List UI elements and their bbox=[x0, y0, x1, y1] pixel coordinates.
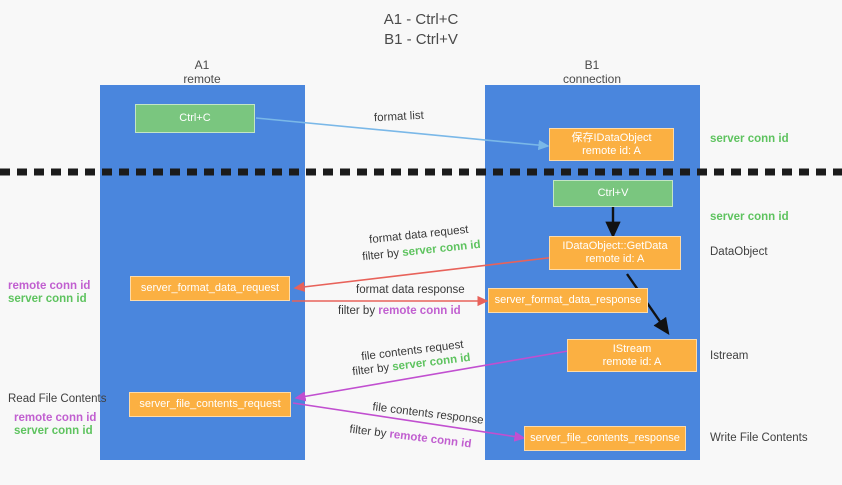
box-ctrl-v[interactable]: Ctrl+V bbox=[553, 180, 673, 207]
box-ctrl-c[interactable]: Ctrl+C bbox=[135, 104, 255, 133]
filter-prefix: filter by bbox=[351, 361, 394, 379]
arrow-label-format-data-response: format data response bbox=[356, 284, 465, 296]
box-idataobject-getdata[interactable]: IDataObject::GetData remote id: A bbox=[549, 236, 681, 270]
filter-prefix: filter by bbox=[348, 423, 391, 441]
box-server-format-data-request-label: server_format_data_request bbox=[140, 282, 280, 294]
filter-prefix: filter by bbox=[338, 305, 379, 317]
annotation-left-server-conn-id-1: server conn id bbox=[8, 293, 87, 305]
lane-header-a1: A1 remote bbox=[102, 58, 302, 86]
title-line-2: B1 - Ctrl+V bbox=[384, 31, 458, 48]
annotation-dataobject: DataObject bbox=[710, 246, 768, 258]
annotation-read-file-contents: Read File Contents bbox=[8, 393, 107, 405]
box-istream[interactable]: IStream remote id: A bbox=[567, 339, 697, 372]
arrow-label-file-contents-response-filter: filter by remote conn id bbox=[349, 423, 473, 453]
box-save-idataobject-sub: remote id: A bbox=[582, 144, 641, 157]
annotation-left-server-conn-id-2: server conn id bbox=[14, 425, 93, 437]
box-server-file-contents-request[interactable]: server_file_contents_request bbox=[129, 392, 291, 417]
lane-header-b1-role: connection bbox=[562, 72, 622, 86]
lane-header-a1-role: remote bbox=[183, 72, 221, 86]
box-save-idataobject-label: 保存IDataObject bbox=[571, 131, 652, 144]
annotation-left-remote-conn-id-2: remote conn id bbox=[14, 412, 97, 424]
arrow-label-format-data-response-filter: filter by remote conn id bbox=[338, 304, 461, 319]
box-ctrl-c-label: Ctrl+C bbox=[179, 112, 211, 124]
annotation-server-conn-id-second: server conn id bbox=[710, 211, 789, 223]
box-server-file-contents-response[interactable]: server_file_contents_response bbox=[524, 426, 686, 451]
box-ctrl-v-label: Ctrl+V bbox=[597, 187, 629, 199]
box-idataobject-getdata-sub: remote id: A bbox=[585, 253, 645, 265]
title-line-1: A1 - Ctrl+C bbox=[383, 11, 459, 28]
box-istream-label: IStream bbox=[612, 342, 652, 355]
lane-header-b1-name: B1 bbox=[584, 58, 600, 72]
lane-header-b1: B1 connection bbox=[492, 58, 692, 86]
page-title: A1 - Ctrl+C B1 - Ctrl+V bbox=[0, 10, 842, 50]
arrow-label-format-list: format list bbox=[373, 109, 425, 125]
box-server-format-data-request[interactable]: server_format_data_request bbox=[130, 276, 290, 301]
arrow-label-file-contents-response: file contents response bbox=[371, 401, 485, 427]
box-istream-sub: remote id: A bbox=[602, 355, 662, 368]
box-save-idataobject[interactable]: 保存IDataObject remote id: A bbox=[549, 128, 674, 161]
annotation-istream: Istream bbox=[710, 350, 749, 362]
box-server-format-data-response-label: server_format_data_response bbox=[494, 294, 642, 306]
box-server-file-contents-request-label: server_file_contents_request bbox=[139, 398, 281, 410]
box-server-format-data-response[interactable]: server_format_data_response bbox=[488, 288, 648, 313]
box-idataobject-getdata-label: IDataObject::GetData bbox=[562, 240, 668, 252]
filter-key-remote-conn-id: remote conn id bbox=[378, 305, 461, 317]
box-server-file-contents-response-label: server_file_contents_response bbox=[530, 432, 680, 444]
annotation-left-remote-conn-id-1: remote conn id bbox=[8, 280, 91, 292]
annotation-write-file-contents: Write File Contents bbox=[710, 432, 808, 444]
filter-key-remote-conn-id: remote conn id bbox=[388, 428, 473, 451]
annotation-server-conn-id-top: server conn id bbox=[710, 133, 789, 145]
lane-header-a1-name: A1 bbox=[194, 58, 210, 72]
filter-prefix: filter by bbox=[361, 247, 403, 264]
